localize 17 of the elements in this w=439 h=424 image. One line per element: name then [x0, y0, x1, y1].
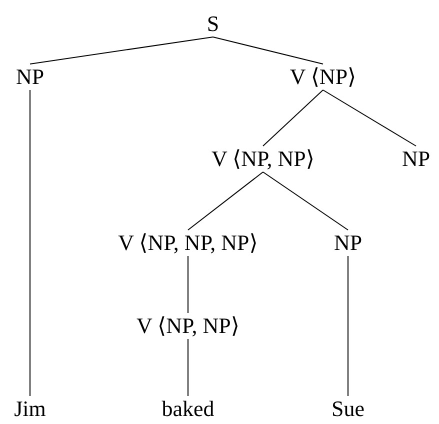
tree-node-label: Jim	[13, 396, 47, 422]
tree-branch	[30, 36, 214, 64]
tree-branch	[322, 90, 416, 146]
tree-node-label: V ⟨NP, NP, NP⟩	[117, 230, 259, 256]
tree-node-label: V ⟨NP⟩	[288, 64, 358, 90]
tree-node-label: V ⟨NP, NP⟩	[210, 146, 316, 172]
tree-branch	[262, 90, 324, 146]
tree-node-label: baked	[160, 396, 216, 422]
tree-branch	[188, 172, 264, 230]
tree-node-label: Sue	[330, 396, 366, 422]
tree-node-label: S	[206, 11, 220, 37]
tree-node-label: NP	[332, 230, 364, 256]
tree-node-label: V ⟨NP, NP⟩	[136, 313, 240, 339]
tree-branch	[212, 36, 324, 64]
tree-node-label: NP	[400, 146, 432, 172]
tree-node-label: NP	[14, 64, 46, 90]
tree-branch	[262, 172, 348, 230]
